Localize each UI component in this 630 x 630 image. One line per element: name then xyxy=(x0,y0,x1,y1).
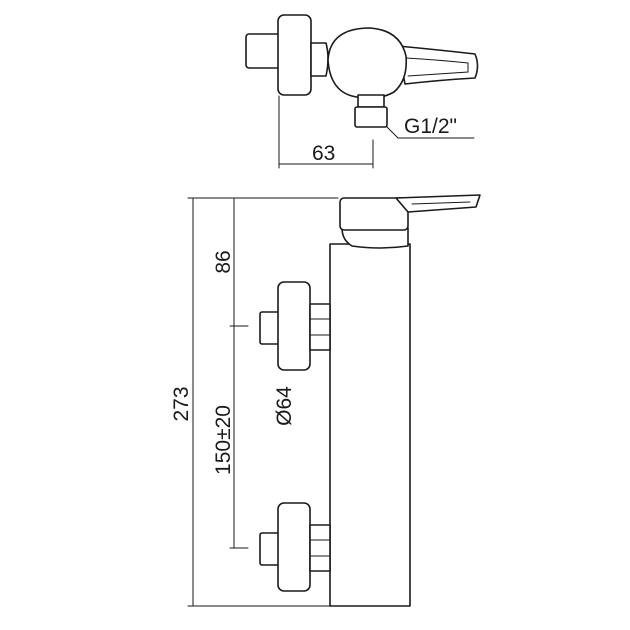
cartridge-neck xyxy=(341,227,409,249)
upper-nut xyxy=(309,303,331,351)
flange-diameter: Ø64 xyxy=(273,386,296,426)
top-wall-flange xyxy=(277,14,312,96)
connection-label: G1/2" xyxy=(404,115,457,138)
front-view: 273 86 150±20 Ø64 xyxy=(170,194,481,607)
lower-inlet xyxy=(259,502,331,592)
upper-inlet xyxy=(259,281,331,371)
total-height: 273 xyxy=(170,386,193,421)
lever-to-inlet: 86 xyxy=(212,250,235,273)
top-nut xyxy=(310,42,329,77)
inlet-spacing: 150±20 xyxy=(212,405,235,475)
top-view: G1/2" 63 xyxy=(245,14,479,169)
lever-cap xyxy=(339,197,409,231)
upper-flange xyxy=(277,281,311,371)
connection-leader xyxy=(386,126,399,139)
top-lever xyxy=(397,45,479,85)
lower-flange xyxy=(277,502,311,592)
depth-dimension: 63 xyxy=(312,142,335,165)
top-lever-slot xyxy=(405,57,469,77)
top-valve-body xyxy=(327,27,408,100)
top-eccentric-stub xyxy=(245,33,283,69)
lower-nut xyxy=(309,524,331,572)
top-outlet-nut xyxy=(357,94,385,108)
lever-arm-edge xyxy=(411,201,471,205)
mixer-body xyxy=(329,243,411,607)
top-outlet xyxy=(354,106,388,128)
